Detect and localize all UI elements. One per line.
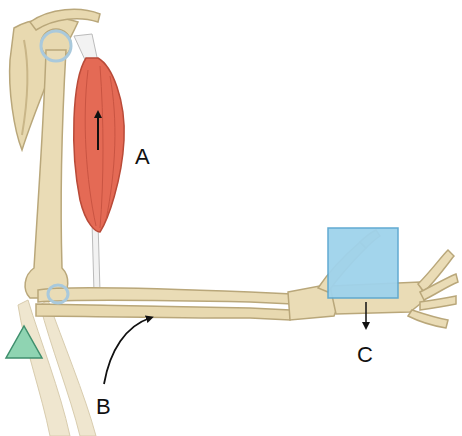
- part-label: A: [135, 146, 150, 168]
- part-label: C: [357, 344, 373, 366]
- part-label: B: [96, 396, 111, 418]
